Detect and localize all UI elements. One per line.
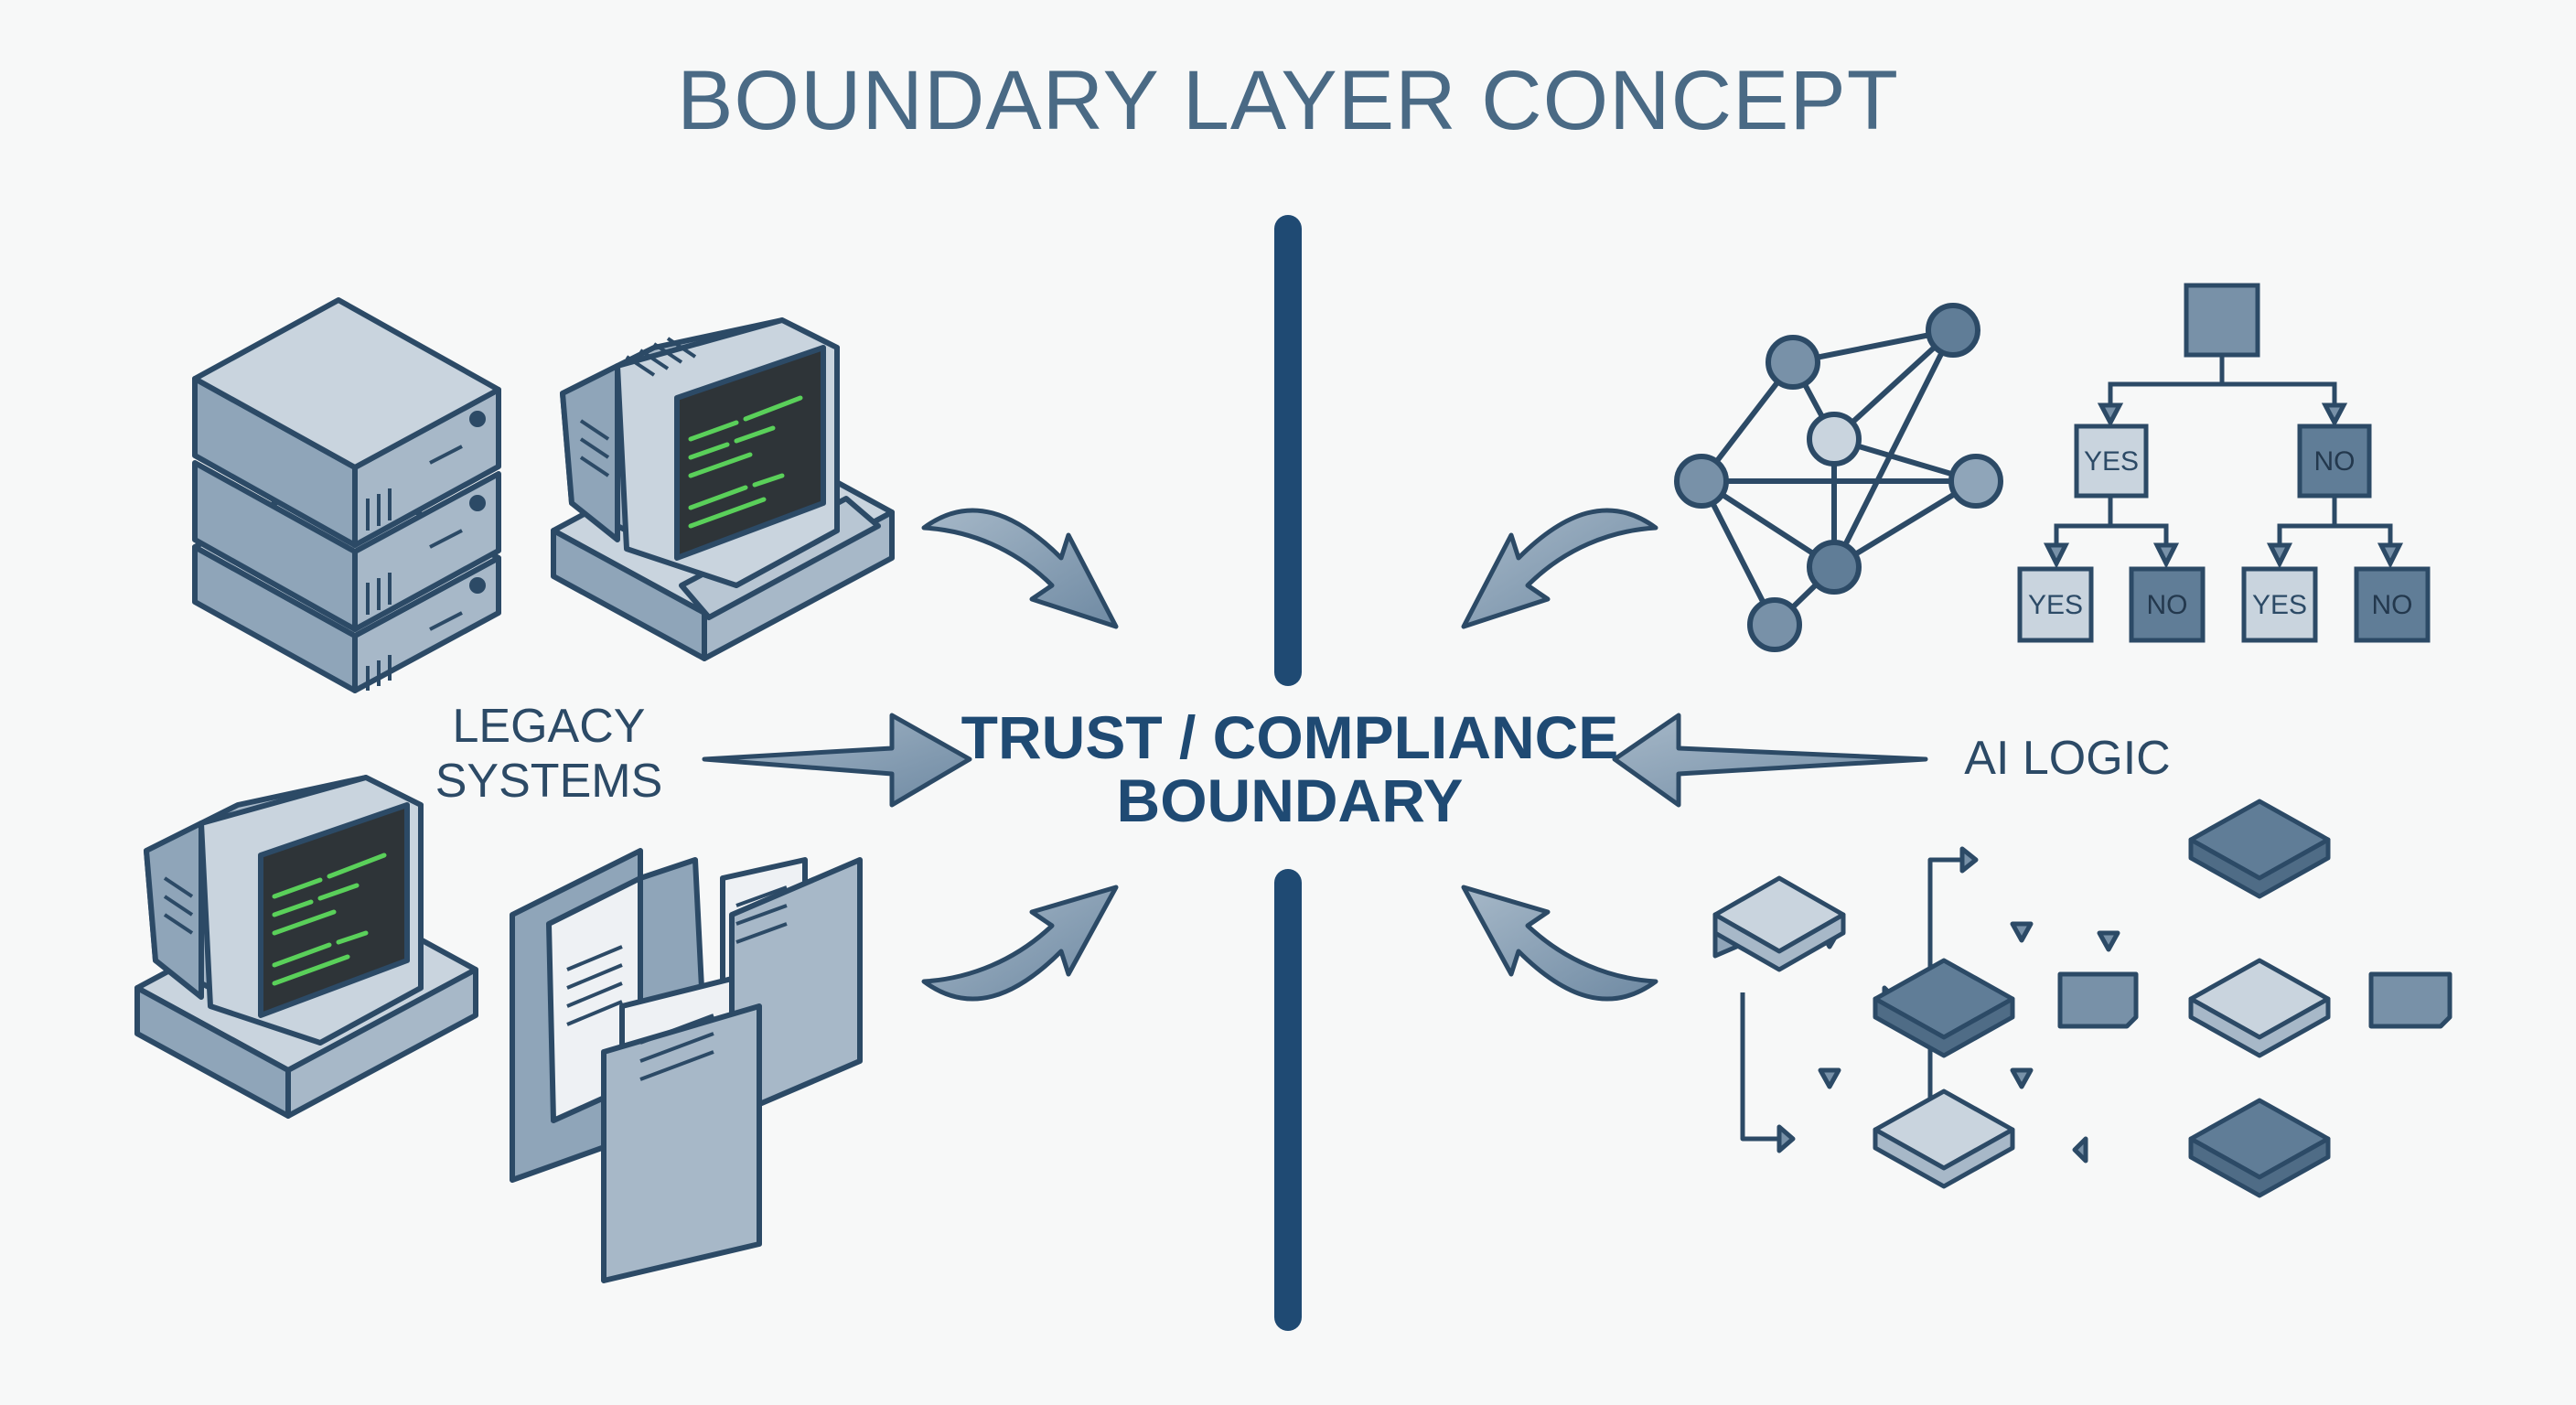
graph-node: [1948, 454, 2003, 509]
graph-node: [1747, 597, 1802, 652]
tree-node-level1-yes: YES: [2083, 446, 2140, 477]
graph-node: [1807, 412, 1862, 467]
file-folders-icon: [510, 848, 863, 1283]
arrow-curved-lower-left: [921, 885, 1119, 1002]
tree-root-node: [2184, 283, 2260, 358]
tree-node-level2-no-a: NO: [2146, 590, 2188, 620]
tree-node-level2-yes-a: YES: [2027, 590, 2084, 620]
decision-tree-icon: [2017, 283, 2431, 643]
arrow-curved-upper-right: [1461, 508, 1658, 629]
tree-node-level2-yes-b: YES: [2251, 590, 2308, 620]
legacy-systems-label: LEGACY SYSTEMS: [430, 700, 668, 810]
diagram-title: BOUNDARY LAYER CONCEPT: [677, 54, 1899, 147]
tree-node-level1-no: NO: [2313, 446, 2356, 477]
network-graph-icon: [1674, 303, 2003, 652]
graph-node: [1674, 454, 1729, 509]
arrow-curved-upper-left: [921, 508, 1119, 629]
graph-node: [1807, 540, 1862, 595]
ai-logic-label: AI LOGIC: [1964, 732, 2171, 785]
arrow-curved-lower-right: [1461, 885, 1658, 1002]
graph-node: [1926, 303, 1980, 358]
server-stack-icon: [192, 297, 501, 693]
boundary-label-line2: BOUNDARY: [1116, 767, 1464, 835]
boundary-label-line1: TRUST / COMPLIANCE: [961, 703, 1619, 771]
legacy-label-line2: SYSTEMS: [435, 754, 663, 808]
retro-computer-icon: [134, 775, 478, 1119]
tree-node-level2-no-b: NO: [2371, 590, 2413, 620]
retro-computer-icon: [551, 317, 895, 661]
legacy-label-line1: LEGACY: [452, 700, 646, 753]
boundary-label: TRUST / COMPLIANCE BOUNDARY: [924, 703, 1656, 835]
arrow-legacy-to-boundary: [702, 713, 972, 808]
flowchart-icon: [1712, 799, 2453, 1198]
graph-node: [1766, 335, 1820, 390]
arrow-ai-to-boundary: [1612, 713, 1928, 808]
